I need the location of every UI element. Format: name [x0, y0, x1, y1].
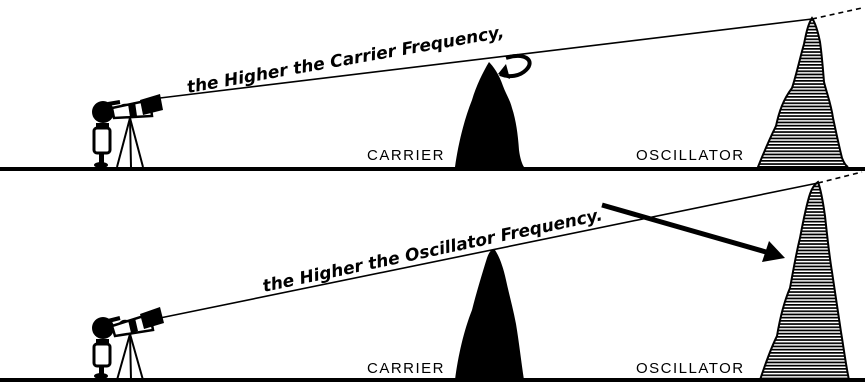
- top-curved-arrow: [498, 56, 530, 79]
- bottom-carrier-peak: [455, 249, 524, 380]
- top-ground-line: [0, 167, 865, 171]
- top-caption: the Higher the Carrier Frequency,: [185, 22, 505, 98]
- bottom-caption: the Higher the Oscillator Frequency.: [261, 205, 604, 297]
- top-oscillator-peak: [758, 18, 848, 167]
- top-sight-line-dashed: [812, 8, 862, 19]
- bottom-straight-arrow: [602, 205, 785, 262]
- bottom-oscillator-label: OSCILLATOR: [636, 360, 745, 377]
- top-oscillator-label: OSCILLATOR: [636, 147, 745, 164]
- bottom-carrier-label: CARRIER: [367, 360, 445, 377]
- bottom-sight-line-dashed: [818, 172, 862, 183]
- top-carrier-label: CARRIER: [367, 147, 445, 164]
- bottom-ground-line: [0, 378, 865, 382]
- bottom-panel: the Higher the Oscillator Frequency. CAR…: [0, 172, 865, 382]
- bottom-oscillator-peak: [760, 182, 849, 380]
- top-telescope-icon: [112, 94, 163, 167]
- top-panel: the Higher the Carrier Frequency, CARRIE…: [0, 8, 865, 171]
